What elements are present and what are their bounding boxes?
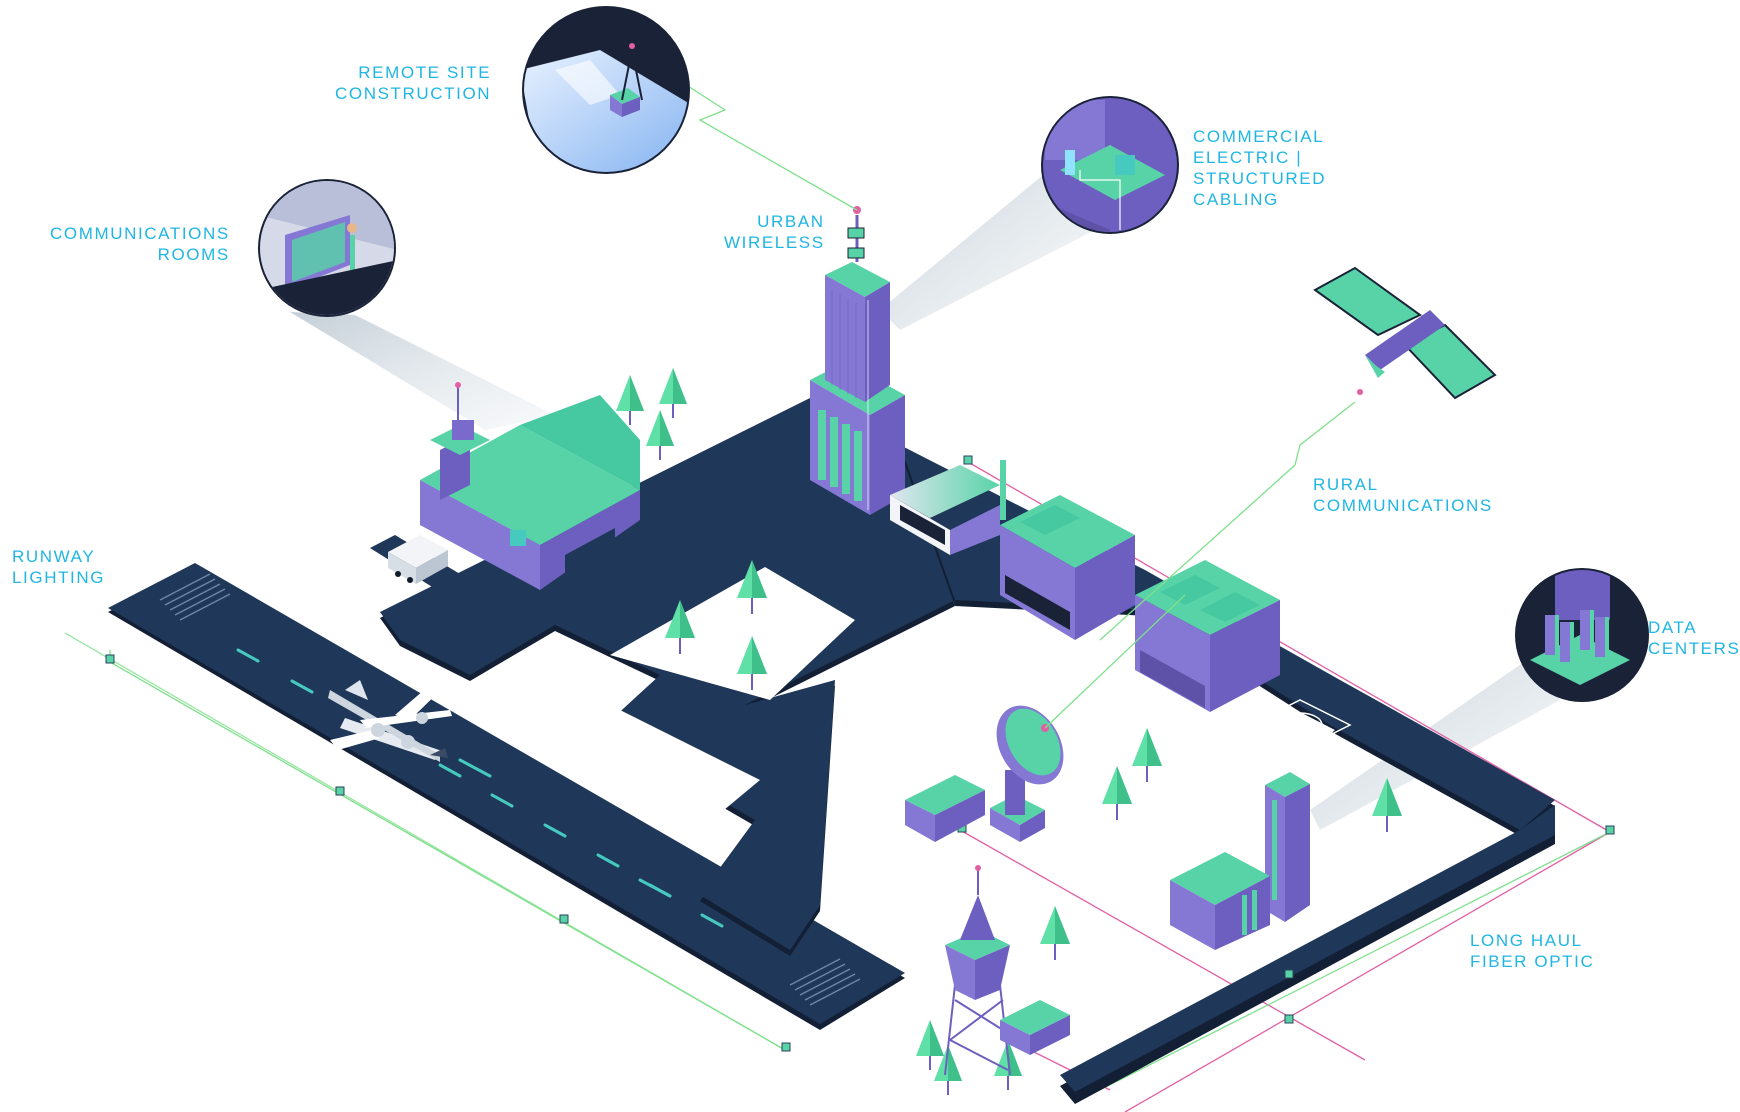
truck-icon xyxy=(388,535,448,584)
tree-icon xyxy=(616,375,644,425)
tree-icon xyxy=(1102,766,1132,820)
remote-site-vignette xyxy=(522,6,690,174)
runway-thresholds xyxy=(159,573,861,1006)
tree-icons xyxy=(616,368,1402,1095)
urban-wireless-tower xyxy=(810,206,905,515)
runway-light-nodes xyxy=(105,455,1615,1052)
industrial-buildings xyxy=(1000,460,1280,712)
tree-icon xyxy=(659,368,687,418)
tree-icon xyxy=(1372,778,1402,832)
satellite-dish-icon xyxy=(990,594,1186,842)
communications-building xyxy=(364,382,640,590)
tree-icon xyxy=(737,560,767,614)
tree-icon xyxy=(665,600,695,654)
satellite-icon xyxy=(1099,266,1497,641)
label-rural-communications: RURAL COMMUNICATIONS xyxy=(1313,475,1493,515)
label-runway-lighting: RUNWAY LIGHTING xyxy=(12,547,106,587)
label-long-haul-fiber-optic: LONG HAUL FIBER OPTIC xyxy=(1470,931,1595,971)
utility-box xyxy=(905,775,985,842)
tree-icon xyxy=(934,1045,962,1095)
airport-roads xyxy=(108,398,1555,1104)
tree-icon xyxy=(1040,906,1070,960)
tree-icon xyxy=(916,1020,944,1070)
communications-room-vignette xyxy=(258,179,396,317)
airplane-icon xyxy=(328,672,455,762)
helipad-icon: H xyxy=(1248,699,1352,751)
control-tower-icon xyxy=(944,865,1070,1076)
data-centers-vignette xyxy=(1515,568,1649,702)
svg-text:H: H xyxy=(1295,717,1305,733)
label-urban-wireless: URBAN WIRELESS xyxy=(724,212,825,252)
label-data-centers: DATA CENTERS xyxy=(1648,618,1740,658)
tree-icon xyxy=(1132,728,1162,782)
label-remote-site-construction: REMOTE SITE CONSTRUCTION xyxy=(335,63,492,103)
runway-markings xyxy=(236,648,724,928)
tree-icon xyxy=(737,636,767,690)
hangar-building xyxy=(890,465,1000,555)
label-commercial-electric-structured-cabling: COMMERCIAL ELECTRIC | STRUCTURED CABLING xyxy=(1193,127,1327,209)
label-communications-rooms: COMMUNICATIONS ROOMS xyxy=(50,224,230,264)
tree-icon xyxy=(646,410,674,460)
office-tower xyxy=(1170,772,1310,950)
